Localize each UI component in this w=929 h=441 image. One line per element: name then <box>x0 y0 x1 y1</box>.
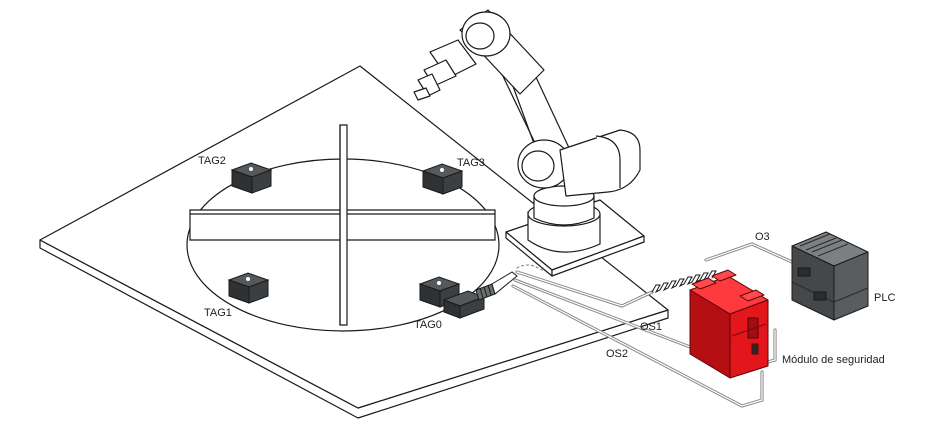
safety-module <box>689 269 769 379</box>
tag1-label: TAG1 <box>204 307 232 319</box>
os1-label: OS1 <box>640 321 662 333</box>
tag3-block <box>421 163 464 195</box>
plc-label: PLC <box>874 292 895 304</box>
tag2-label: TAG2 <box>198 155 226 167</box>
os2-label: OS2 <box>606 348 628 360</box>
cable-o3-coil <box>651 270 717 294</box>
tag3-label: TAG3 <box>457 157 485 169</box>
tag0-label: TAG0 <box>414 319 442 331</box>
plc-device <box>791 231 869 321</box>
cables <box>511 242 794 408</box>
o3-label: O3 <box>755 231 770 243</box>
robot-arm <box>413 9 645 277</box>
rfid-sensor <box>442 271 518 319</box>
tag0-block <box>418 276 461 308</box>
safety-module-label: Módulo de seguridad <box>782 354 885 366</box>
tag1-block <box>227 272 270 304</box>
tag2-block <box>230 162 273 194</box>
